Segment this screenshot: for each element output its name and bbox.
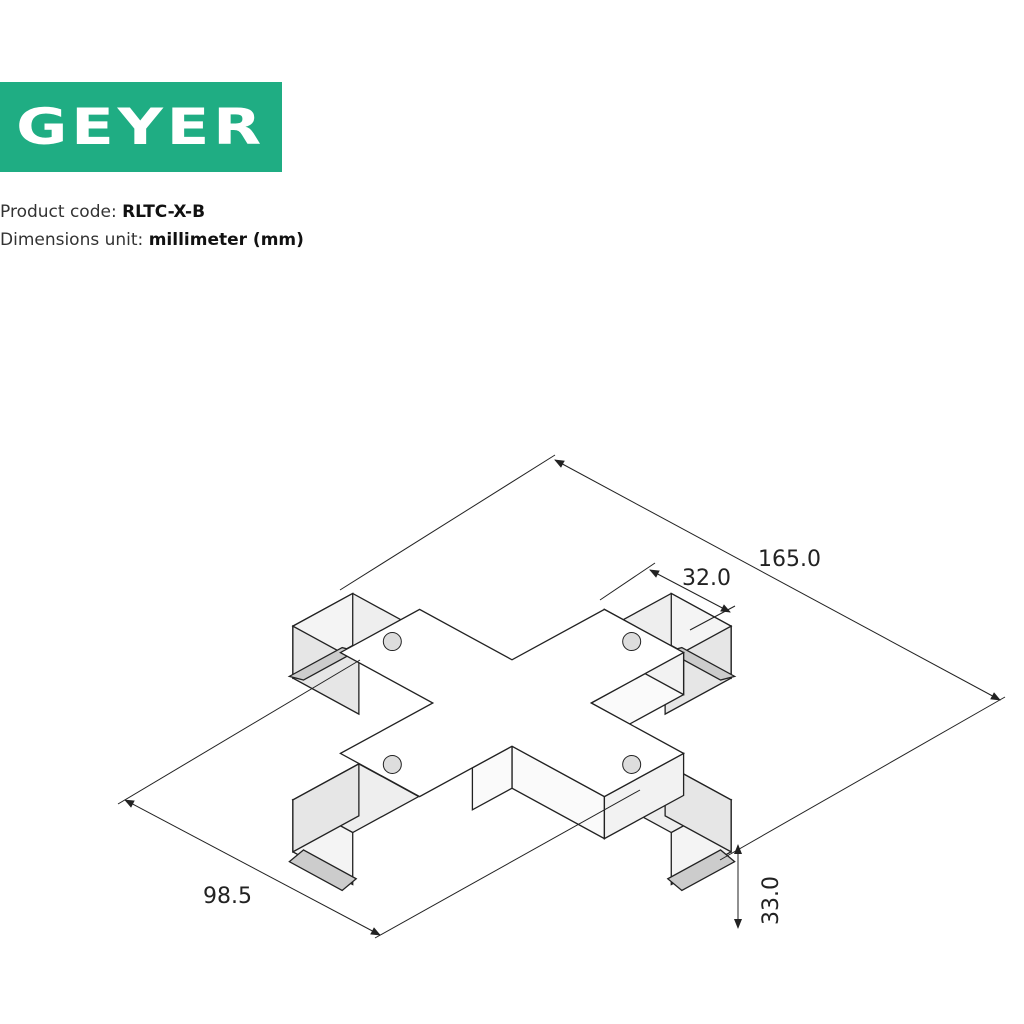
ext-line — [689, 605, 736, 631]
dimensions-unit-line: Dimensions unit: millimeter (mm) — [0, 230, 304, 250]
dimensions-unit-label: Dimensions unit: — [0, 230, 144, 250]
screw-icon — [622, 754, 642, 774]
dim-label-length: 165.0 — [758, 547, 821, 572]
x-connector-part — [287, 592, 737, 892]
dimensions-unit-value: millimeter (mm) — [148, 230, 304, 250]
ext-line — [719, 696, 1006, 861]
ext-line — [117, 659, 361, 805]
product-code-label: Product code: — [0, 202, 117, 222]
ext-line — [599, 562, 656, 601]
mounting-foot — [287, 646, 358, 681]
ext-line — [339, 454, 556, 591]
ext-line — [374, 789, 641, 939]
screw-icon — [382, 754, 402, 774]
dim-label-depth: 98.5 — [203, 884, 252, 909]
screw-icon — [622, 632, 642, 652]
rail-connector-side — [292, 625, 360, 716]
screw-icon — [382, 632, 402, 652]
brand-logo-text: GEYER — [16, 98, 266, 156]
dimension-lines — [117, 454, 1006, 939]
brand-logo: GEYER — [0, 82, 282, 172]
dim-line-arm-width — [649, 569, 731, 613]
dim-line-length — [554, 459, 1001, 701]
dim-label-arm-width: 32.0 — [682, 566, 731, 591]
product-code-value: RLTC-X-B — [122, 202, 206, 222]
dim-line-depth — [124, 799, 381, 936]
dim-label-height: 33.0 — [759, 876, 784, 925]
product-code-line: Product code: RLTC-X-B — [0, 202, 205, 222]
